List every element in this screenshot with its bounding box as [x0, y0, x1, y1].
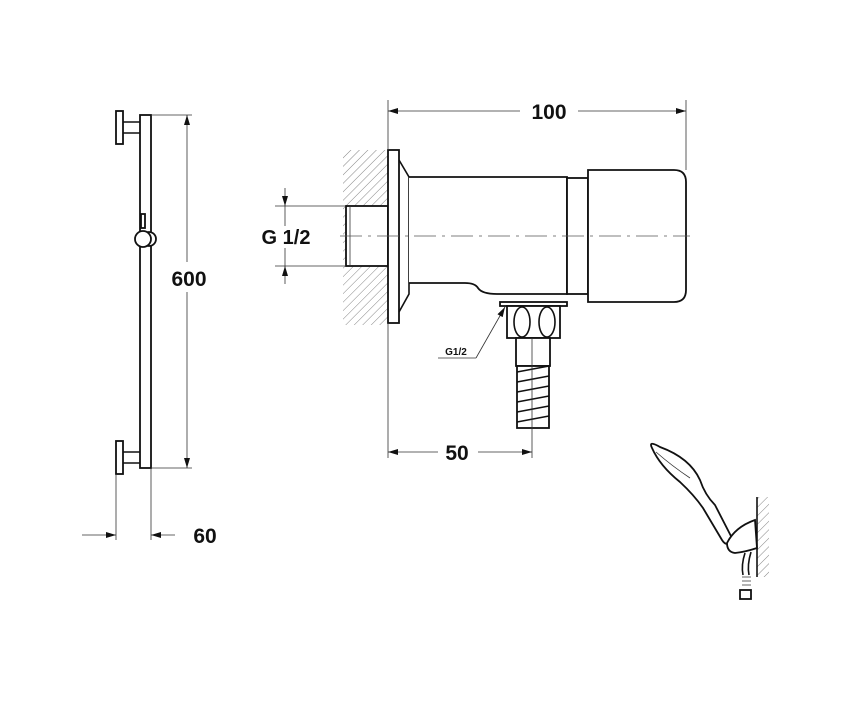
dim-inlet-thread: G 1/2: [262, 227, 311, 249]
wall-flange: [387, 149, 400, 324]
bottom-wall-bracket: [115, 440, 124, 475]
dim-outlet-offset: 50: [445, 442, 468, 465]
slider-lever: [140, 213, 146, 229]
dim-overall-length: 100: [531, 101, 566, 124]
wall-hatch-small: [757, 497, 769, 577]
shower-handle: [650, 442, 735, 545]
hose-spring: [516, 365, 550, 429]
shower-head-face: [655, 451, 691, 479]
hose-stem: [515, 337, 551, 367]
hose-spring-coils: [516, 365, 550, 423]
top-wall-bracket: [115, 110, 124, 145]
hose-coils: [742, 576, 751, 586]
hex-nut-face-left: [513, 306, 531, 338]
hex-nut-face-right: [538, 306, 556, 338]
rail-bar: [139, 114, 152, 469]
hand-shower: [650, 442, 769, 600]
outlet-thread-label: G1/2: [445, 347, 467, 358]
valve-body: [409, 176, 568, 295]
shower-holder: [726, 518, 758, 554]
valve-side-view: G1/2 G 1/2 100 50: [250, 100, 690, 465]
top-bracket-arm: [123, 121, 140, 134]
bottom-bracket-arm: [123, 451, 140, 464]
slider-knob: [134, 230, 152, 248]
shower-rail: 600 60: [82, 110, 217, 548]
dim-50-extension-lines: [387, 323, 533, 458]
outlet-thread-leader: [475, 306, 506, 359]
dim-rail-projection: 60: [193, 525, 216, 548]
hose-nut: [739, 589, 752, 600]
dim-rail-length: 600: [171, 268, 206, 291]
dim-600-extension-lines: [151, 114, 192, 469]
dim-60-extension-lines: [115, 468, 152, 540]
dim-inlet-label-background: [250, 226, 320, 248]
shower-hose: [741, 551, 752, 576]
